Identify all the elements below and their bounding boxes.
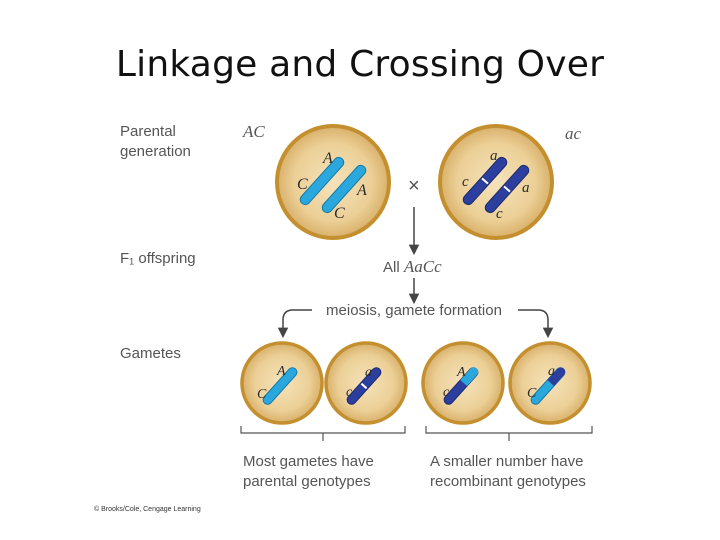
row-label-parental: Parental generation [120, 123, 191, 160]
f1-text: All AaCc [383, 257, 442, 276]
allele-label: c [346, 385, 353, 400]
parent2-cell: a c a c [438, 124, 554, 240]
allele-label: A [456, 365, 466, 380]
allele-label: A [276, 364, 286, 379]
page-title: Linkage and Crossing Over [115, 44, 605, 85]
arrow-to-gametes-left [277, 309, 312, 339]
allele-label: C [297, 176, 308, 193]
cross-symbol: × [408, 175, 420, 197]
allele-label: a [522, 180, 530, 196]
allele-label: c [443, 385, 450, 400]
caption-recombinant: A smaller number have recombinant genoty… [430, 453, 586, 490]
copyright-credit: © Brooks/Cole, Cengage Learning [94, 506, 201, 513]
parent2-genotype: ac [565, 124, 582, 143]
bracket-recombinant [425, 426, 593, 441]
gamete-3: A c [421, 341, 505, 425]
arrow-to-gametes-right [518, 309, 554, 339]
parent1-cell: A C A C [275, 124, 391, 240]
meiosis-label: meiosis, gamete formation [326, 302, 502, 319]
allele-label: c [462, 174, 469, 190]
allele-label: C [257, 387, 267, 402]
allele-label: a [365, 365, 372, 380]
allele-label: A [322, 150, 333, 167]
gamete-2: a c [324, 341, 408, 425]
chromosome-light [299, 156, 345, 206]
chromosome-light [321, 164, 367, 214]
allele-label: c [496, 206, 503, 222]
gamete-4: a C [508, 341, 592, 425]
bracket-parental [240, 426, 406, 441]
allele-label: C [334, 205, 345, 222]
allele-label: a [548, 364, 555, 379]
allele-label: C [527, 386, 537, 401]
row-label-gametes: Gametes [120, 345, 181, 362]
allele-label: a [490, 148, 498, 164]
caption-parental: Most gametes have parental genotypes [243, 453, 374, 490]
parent1-genotype: AC [243, 122, 265, 141]
allele-label: A [356, 182, 367, 199]
chromosome-light [262, 367, 298, 405]
row-label-f1: F₁ offspring [120, 250, 196, 267]
gamete-1: A C [240, 341, 324, 425]
